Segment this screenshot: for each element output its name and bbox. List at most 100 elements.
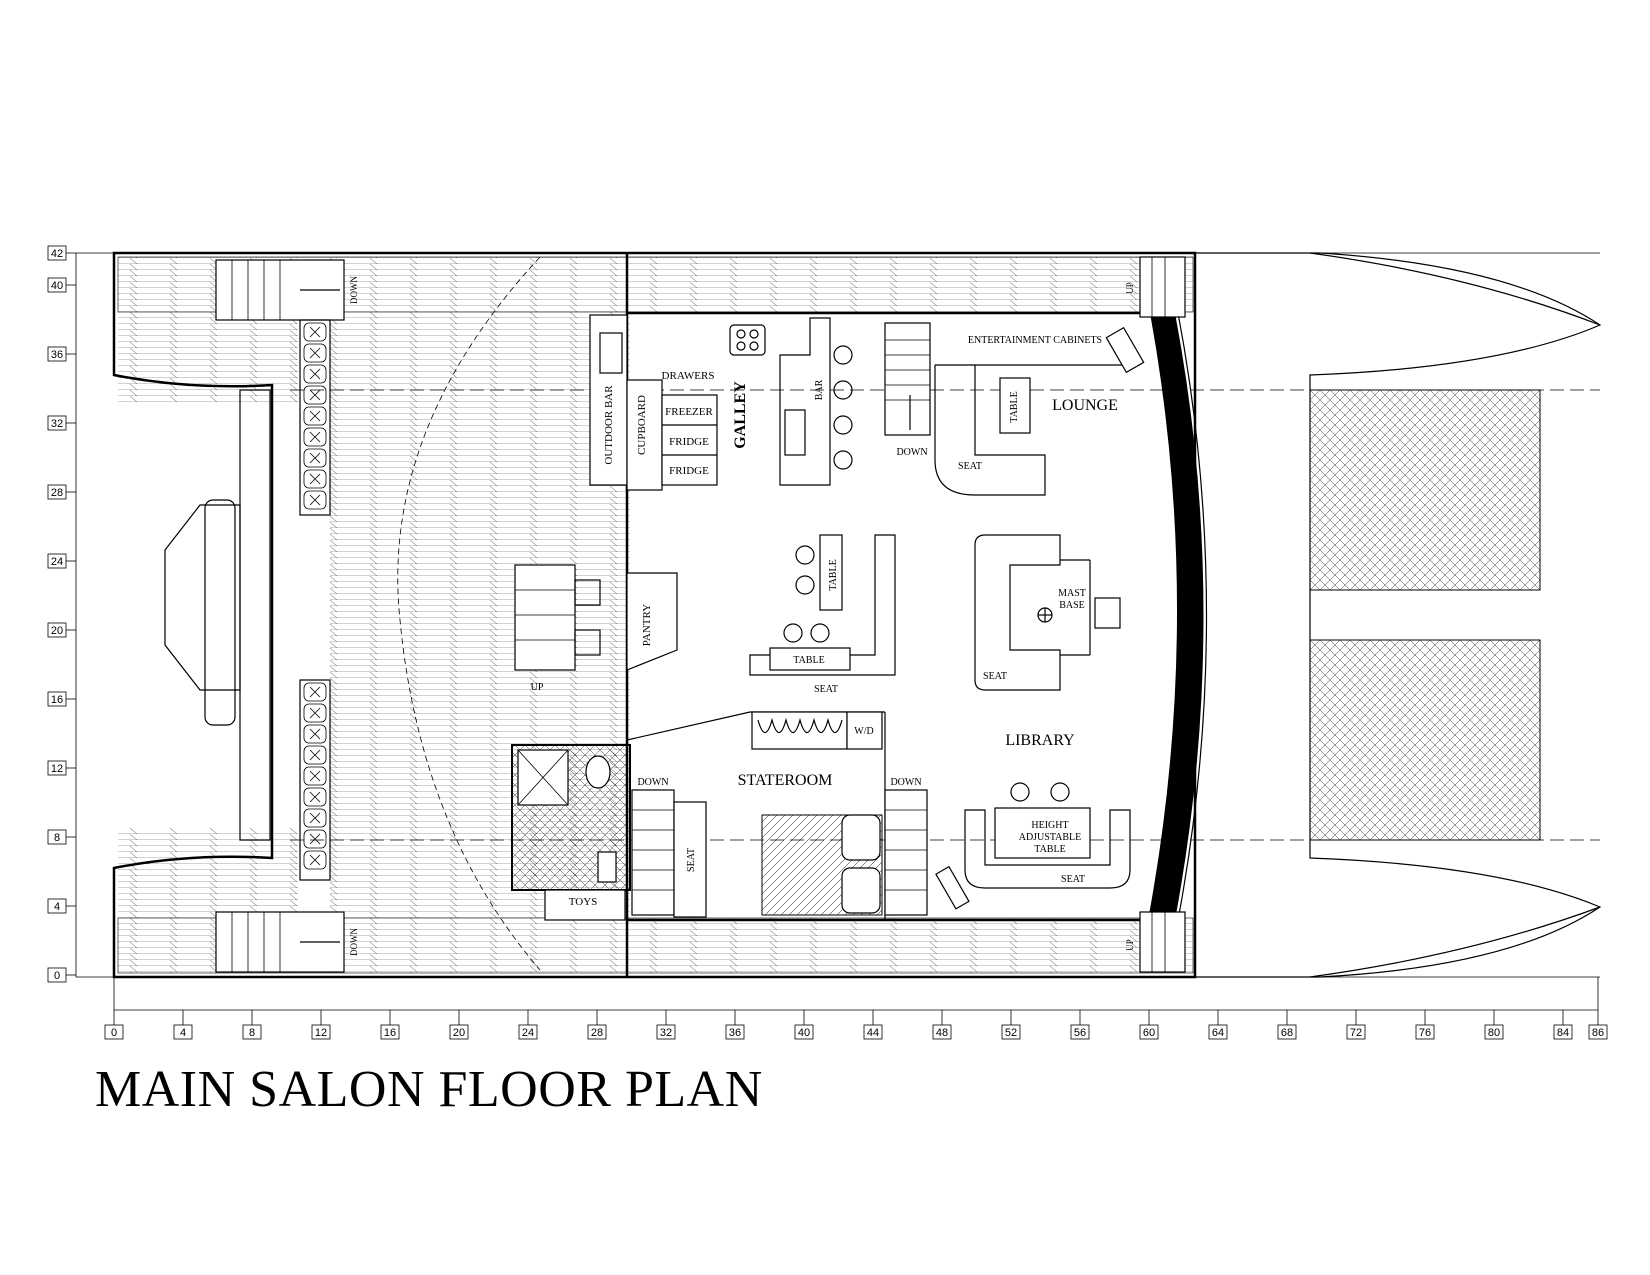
down-stateroom-stair-label: DOWN (637, 777, 668, 788)
lounge-label: LOUNGE (1052, 397, 1118, 414)
x-tick-box (518, 1024, 538, 1040)
x-tick-label: 72 (1350, 1027, 1362, 1039)
stateroom-label: STATEROOM (738, 772, 833, 789)
toys-label: TOYS (569, 896, 598, 908)
down-galley-stair-label: DOWN (896, 447, 927, 458)
seat-cushion-x (309, 347, 321, 359)
library-seat-label: SEAT (983, 671, 1007, 682)
seat-cushion-x (309, 494, 321, 506)
seat-cushion-x (309, 473, 321, 485)
x-tick-label: 20 (453, 1027, 465, 1039)
y-tick-label: 28 (51, 487, 63, 499)
fridge-label-2: FRIDGE (669, 465, 709, 477)
x-tick-label: 44 (867, 1027, 879, 1039)
seat-cushion-x (309, 749, 321, 761)
up-stair-label-bottom: UP (1125, 939, 1135, 951)
x-tick-box (104, 1024, 124, 1040)
stern-stairs (215, 259, 345, 973)
x-tick-box (587, 1024, 607, 1040)
seat-cushion-x (309, 452, 321, 464)
x-tick-label: 4 (180, 1027, 186, 1039)
seat-cushion-x (309, 326, 321, 338)
seat-cushion-x (309, 410, 321, 422)
page-title: MAIN SALON FLOOR PLAN (95, 1061, 763, 1118)
x-tick-label: 76 (1419, 1027, 1431, 1039)
x-tick-box (863, 1024, 883, 1040)
transom-seats (299, 319, 331, 881)
lounge-seating (934, 326, 1145, 496)
x-tick-label: 24 (522, 1027, 534, 1039)
x-tick-label: 56 (1074, 1027, 1086, 1039)
x-tick-label: 36 (729, 1027, 741, 1039)
bar-label: BAR (814, 379, 825, 400)
tender-dinghy (164, 389, 271, 841)
laundry (751, 711, 883, 750)
seat-cushion-x (309, 854, 321, 866)
mast-label-1: MAST (1058, 588, 1086, 599)
x-tick-label: 40 (798, 1027, 810, 1039)
forward-steps (1139, 256, 1186, 973)
seat-cushion-x (309, 707, 321, 719)
library-desk (935, 782, 1131, 910)
cupboard-label: CUPBOARD (636, 395, 648, 455)
outdoor-bar-label: OUTDOOR BAR (603, 385, 615, 465)
x-tick-box (242, 1024, 262, 1040)
x-tick-box (1208, 1024, 1228, 1040)
y-tick-label: 36 (51, 349, 63, 361)
down-stair-label-bottom: DOWN (349, 928, 359, 956)
height-label-3: TABLE (1034, 844, 1065, 855)
trampoline-bottom (1309, 639, 1541, 841)
height-label-1: HEIGHT (1031, 820, 1068, 831)
down-library-stair-label: DOWN (890, 777, 921, 788)
seat-cushion-x (309, 812, 321, 824)
drawers-label: DRAWERS (662, 370, 715, 382)
galley-area (589, 314, 853, 491)
y-tick-label: 42 (51, 248, 63, 260)
y-tick-label: 0 (54, 970, 60, 982)
trampoline-top (1309, 389, 1541, 591)
x-tick-label: 64 (1212, 1027, 1224, 1039)
x-tick-label: 86 (1592, 1027, 1604, 1039)
x-tick-label: 80 (1488, 1027, 1500, 1039)
x-tick-box (1346, 1024, 1366, 1040)
stateroom-area (631, 789, 928, 918)
down-stair-label-top: DOWN (349, 276, 359, 304)
x-tick-box (380, 1024, 400, 1040)
x-tick-box (449, 1024, 469, 1040)
y-tick-label: 40 (51, 280, 63, 292)
fridge-label: FRIDGE (669, 436, 709, 448)
x-tick-box (1484, 1024, 1504, 1040)
y-tick-label: 8 (54, 832, 60, 844)
library-label: LIBRARY (1005, 732, 1075, 749)
x-tick-box (1001, 1024, 1021, 1040)
seat-cushion-x (309, 770, 321, 782)
height-label-2: ADJUSTABLE (1019, 832, 1082, 843)
seat-cushion-x (309, 431, 321, 443)
y-tick-label: 4 (54, 901, 60, 913)
y-tick-label: 20 (51, 625, 63, 637)
x-tick-box (656, 1024, 676, 1040)
x-tick-label: 12 (315, 1027, 327, 1039)
x-tick-box (725, 1024, 745, 1040)
x-tick-box (173, 1024, 193, 1040)
seat-cushion-x (309, 389, 321, 401)
x-tick-label: 84 (1557, 1027, 1569, 1039)
bottom-seat-label: SEAT (1061, 874, 1085, 885)
y-tick-label: 24 (51, 556, 63, 568)
x-tick-label: 32 (660, 1027, 672, 1039)
library-seating (974, 534, 1121, 691)
x-tick-label: 52 (1005, 1027, 1017, 1039)
entertainment-cabinets-label: ENTERTAINMENT CABINETS (968, 335, 1102, 346)
x-tick-label: 8 (249, 1027, 255, 1039)
mid-dining (749, 534, 896, 676)
seat-cushion-x (309, 791, 321, 803)
x-tick-box (1588, 1024, 1608, 1040)
x-tick-label: 68 (1281, 1027, 1293, 1039)
x-tick-box (932, 1024, 952, 1040)
lounge-seat-label: SEAT (958, 461, 982, 472)
aft-deck-left-top (118, 312, 298, 402)
galley-stairs (884, 322, 931, 436)
